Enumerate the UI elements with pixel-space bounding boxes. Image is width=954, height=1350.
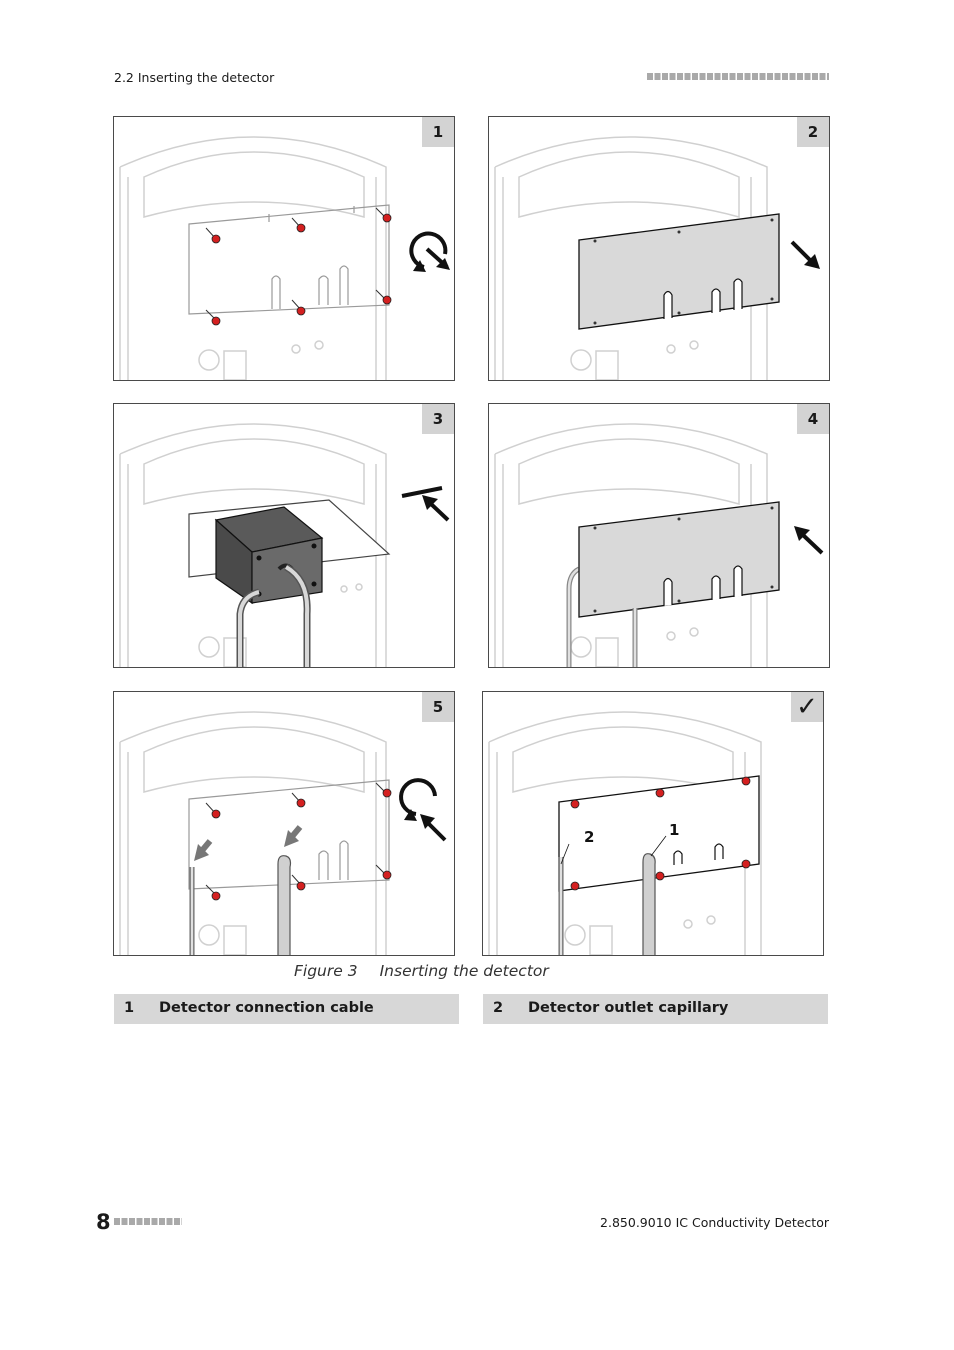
header-dot-bar (647, 73, 829, 80)
step-badge-3: 3 (422, 404, 454, 434)
instrument-illustration (119, 136, 450, 380)
callout-capillary: 2 (584, 828, 594, 846)
insert-push-icon (401, 486, 450, 522)
legend-item: 1 Detector connection cable (114, 994, 459, 1024)
figure-label: Figure 3 (294, 962, 358, 980)
instrument-illustration: 2 1 (488, 711, 762, 955)
running-header-section: 2.2 Inserting the detector (114, 70, 275, 85)
instrument-illustration (119, 711, 447, 955)
legend-number: 1 (124, 1000, 135, 1016)
legend-text: Detector connection cable (159, 1000, 374, 1016)
legend-item: 2 Detector outlet capillary (483, 994, 828, 1024)
legend-text: Detector outlet capillary (528, 1000, 729, 1016)
document-title: 2.850.9010 IC Conductivity Detector (600, 1215, 829, 1230)
instrument-illustration (494, 423, 824, 667)
figure-panel-4: 4 (488, 403, 830, 668)
step-badge-2: 2 (797, 117, 829, 147)
legend-number: 2 (493, 1000, 504, 1016)
unscrew-icon (409, 231, 450, 272)
figure-panel-1: 1 (113, 116, 455, 381)
footer-dot-bar (114, 1218, 182, 1225)
grey-insert-arrow-icon (194, 825, 303, 861)
figure-panel-complete: 2 1 ✓ (482, 691, 824, 956)
instrument-illustration (494, 136, 820, 380)
figure-caption: Figure 3 Inserting the detector (294, 962, 549, 980)
callout-cable: 1 (669, 821, 679, 839)
figure-title: Inserting the detector (379, 962, 549, 980)
remove-arrow-icon (790, 240, 820, 269)
figure-panel-3: 3 (113, 403, 455, 668)
step-badge-1: 1 (422, 117, 454, 147)
complete-check-badge: ✓ (791, 692, 823, 722)
step-badge-4: 4 (797, 404, 829, 434)
figure-panel-5: 5 (113, 691, 455, 956)
step-badge-5: 5 (422, 692, 454, 722)
instrument-illustration (119, 423, 450, 667)
tighten-icon (399, 778, 447, 842)
page-number: 8 (96, 1210, 111, 1234)
figure-panel-2: 2 (488, 116, 830, 381)
reinsert-arrow-icon (794, 526, 824, 555)
